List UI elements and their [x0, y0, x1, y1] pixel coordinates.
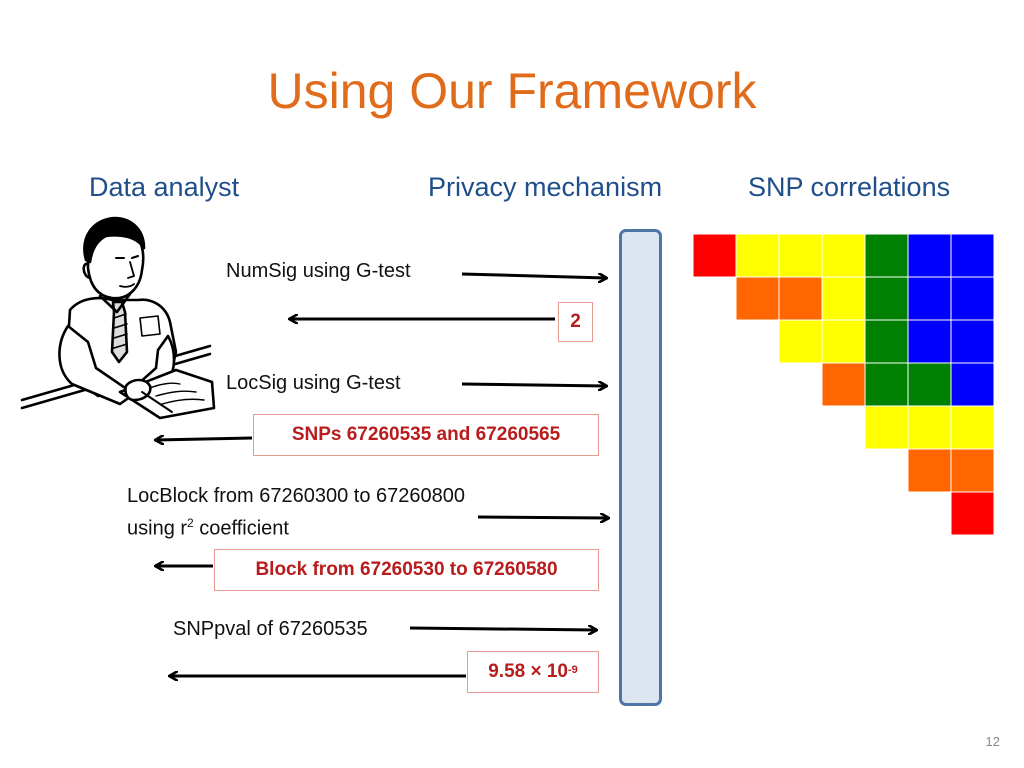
- snp-cell-r2-c6: [950, 319, 995, 364]
- request-locblock-line2-suffix: coefficient: [193, 517, 289, 540]
- response-snppval-base: 9.58 × 10: [488, 661, 568, 682]
- arrow-locsig-response: [156, 438, 253, 440]
- slide-title: Using Our Framework: [267, 63, 757, 119]
- privacy-mechanism-bar: [619, 229, 662, 706]
- snp-cell-r2-c3: [821, 319, 866, 364]
- header-privacy-mechanism: Privacy mechanism: [428, 172, 663, 202]
- snp-cell-r5-c5: [907, 448, 952, 493]
- snp-cell-r1-c2: [778, 276, 823, 321]
- snp-cell-r1-c4: [864, 276, 909, 321]
- response-snppval-exp: -9: [568, 664, 578, 676]
- snp-cell-r0-c5: [907, 233, 952, 278]
- header-snp-correlations: SNP correlations: [748, 172, 951, 202]
- response-locblock: Block from 67260530 to 67260580: [214, 549, 599, 591]
- request-locblock: LocBlock from 67260300 to 67260800 using…: [127, 483, 465, 543]
- snp-cell-r0-c1: [735, 233, 780, 278]
- arrow-locblock-request: [477, 517, 608, 518]
- snp-cell-r2-c4: [864, 319, 909, 364]
- snp-cell-r0-c4: [864, 233, 909, 278]
- snp-cell-r5-c6: [950, 448, 995, 493]
- response-numsig: 2: [558, 302, 593, 342]
- snp-cell-r6-c6: [950, 491, 995, 536]
- snp-cell-r0-c6: [950, 233, 995, 278]
- arrow-snppval-request: [409, 628, 596, 630]
- snp-cell-r0-c2: [778, 233, 823, 278]
- request-locsig: LocSig using G-test: [226, 372, 401, 394]
- response-snppval: 9.58 × 10-9: [467, 651, 599, 693]
- snp-cell-r4-c5: [907, 405, 952, 450]
- arrow-numsig-request: [461, 272, 606, 278]
- snp-cell-r1-c3: [821, 276, 866, 321]
- snp-cell-r1-c5: [907, 276, 952, 321]
- snp-cell-r3-c5: [907, 362, 952, 407]
- request-locblock-sup: 2: [187, 516, 194, 530]
- request-locblock-line1: LocBlock from 67260300 to 67260800: [127, 485, 466, 507]
- header-data-analyst: Data analyst: [89, 172, 240, 202]
- snp-cell-r0-c0: [692, 233, 737, 278]
- snp-cell-r4-c4: [864, 405, 909, 450]
- snp-cell-r4-c6: [950, 405, 995, 450]
- snp-cell-r2-c5: [907, 319, 952, 364]
- snp-cell-r1-c6: [950, 276, 995, 321]
- snp-cell-r3-c4: [864, 362, 909, 407]
- request-locblock-line2-prefix: using r: [127, 517, 188, 540]
- snp-cell-r0-c3: [821, 233, 866, 278]
- snp-cell-r2-c2: [778, 319, 823, 364]
- snp-cell-r3-c3: [821, 362, 866, 407]
- request-numsig: NumSig using G-test: [226, 260, 411, 282]
- response-locsig: SNPs 67260535 and 67260565: [253, 414, 599, 456]
- analyst-illustration-icon: [20, 216, 216, 420]
- snp-correlation-matrix: [692, 233, 995, 536]
- snp-cell-r1-c1: [735, 276, 780, 321]
- page-number: 12: [985, 734, 1000, 749]
- request-snppval: SNPpval of 67260535: [173, 618, 368, 640]
- arrow-locsig-request: [461, 384, 606, 386]
- snp-cell-r3-c6: [950, 362, 995, 407]
